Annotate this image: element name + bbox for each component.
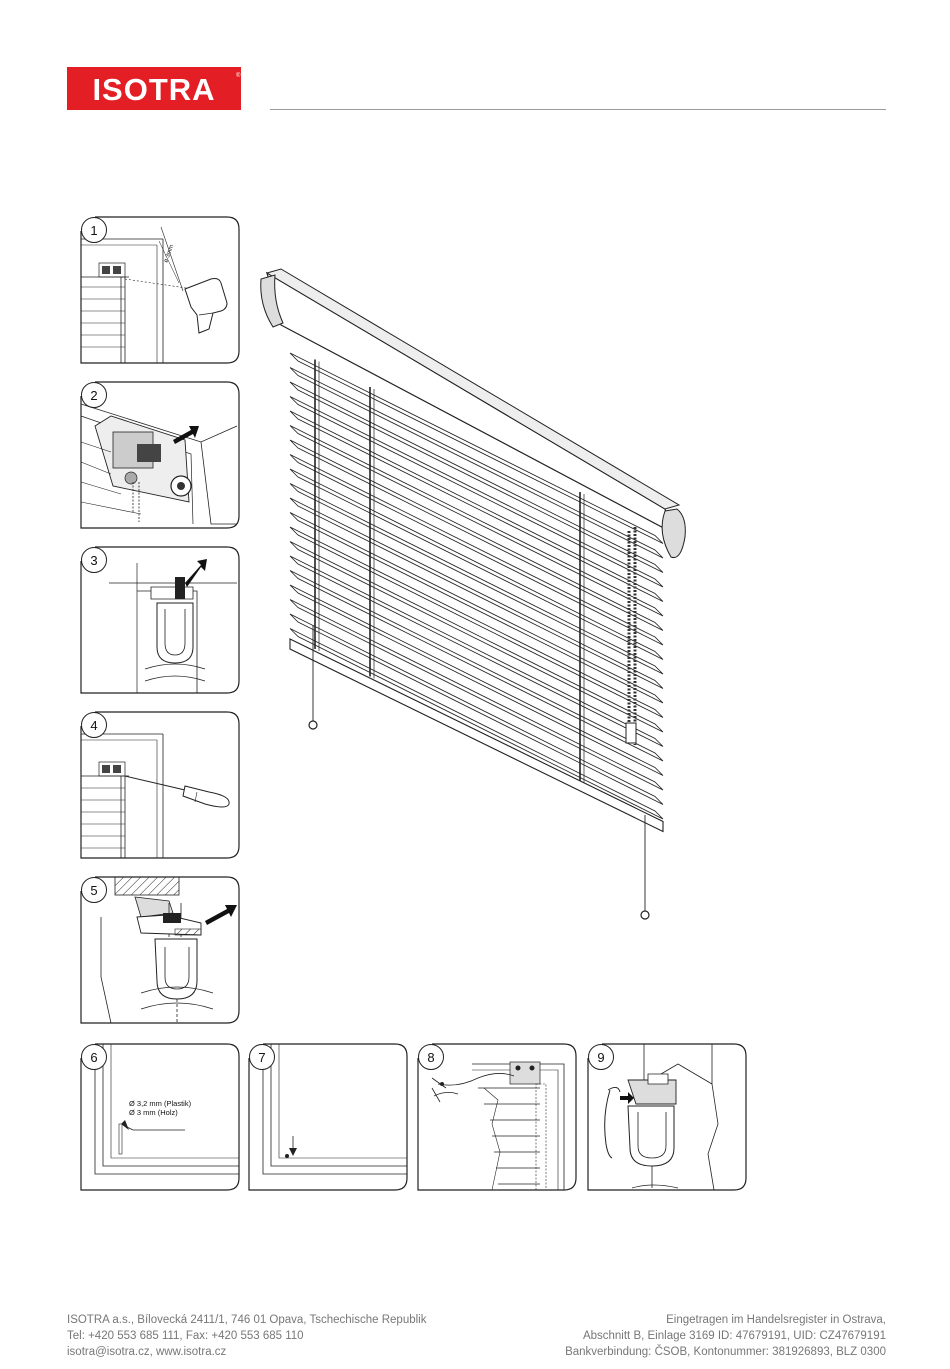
blind-slat xyxy=(289,628,664,820)
blind-slat xyxy=(289,352,664,544)
venetian-blind-illustration xyxy=(255,265,695,930)
footer-left: ISOTRA a.s., Bílovecká 2411/1, 746 01 Op… xyxy=(67,1312,426,1360)
drill-label-plastic: Ø 3,2 mm (Plastik) xyxy=(129,1099,192,1108)
step-8-illustration xyxy=(417,1043,577,1191)
step-3-illustration xyxy=(80,546,240,694)
blind-slat xyxy=(289,454,664,646)
step-1-panel: ø 3mm 1 xyxy=(80,216,240,364)
blind-slat xyxy=(289,439,664,631)
blind-slat xyxy=(289,526,664,718)
step-7-illustration xyxy=(248,1043,408,1191)
footer-ids: Abschnitt B, Einlage 3169 ID: 47679191, … xyxy=(582,1330,886,1342)
footer-contact: isotra@isotra.cz, www.isotra.cz xyxy=(67,1346,227,1358)
venetian-blind-drawing xyxy=(260,268,686,920)
drill-label-wood: Ø 3 mm (Holz) xyxy=(129,1108,178,1117)
blind-slat xyxy=(289,541,664,733)
registered-mark: ® xyxy=(236,72,241,79)
blind-slat xyxy=(289,410,664,602)
blind-slat xyxy=(289,512,664,704)
step-number-8: 8 xyxy=(418,1044,444,1070)
blind-slat xyxy=(289,483,664,675)
step-6-panel: 6 Ø 3,2 mm (Plastik) Ø 3 mm (Holz) xyxy=(80,1043,240,1191)
head-rail-left-cap xyxy=(260,274,284,328)
step-9-illustration xyxy=(587,1043,747,1191)
footer-register: Eingetragen im Handelsregister in Ostrav… xyxy=(666,1314,886,1326)
step-5-panel: 5 xyxy=(80,876,240,1024)
step-4-illustration xyxy=(80,711,240,859)
chain-weight xyxy=(625,722,637,744)
step-6-illustration xyxy=(80,1043,240,1191)
step-1-illustration: ø 3mm xyxy=(80,216,240,364)
head-rail-top xyxy=(265,268,681,510)
head-rail-right-cap xyxy=(661,508,686,559)
blind-slat xyxy=(289,396,664,588)
blind-slat xyxy=(289,367,664,559)
step-number-5: 5 xyxy=(81,877,107,903)
footer-address: ISOTRA a.s., Bílovecká 2411/1, 746 01 Op… xyxy=(67,1314,427,1326)
wire-anchor-right xyxy=(640,910,650,920)
blind-slat xyxy=(289,381,664,573)
header-rule xyxy=(270,109,886,110)
blind-slat xyxy=(289,570,664,762)
isotra-logo: ISOTRA ® xyxy=(67,67,241,110)
step-7-panel: 7 xyxy=(248,1043,408,1191)
step-2-panel: 2 xyxy=(80,381,240,529)
logo-background xyxy=(67,67,241,110)
step-9-panel: 9 xyxy=(587,1043,747,1191)
step-5-illustration xyxy=(80,876,240,1024)
footer-phone: Tel: +420 553 685 111, Fax: +420 553 685… xyxy=(67,1330,304,1342)
blind-slat xyxy=(289,468,664,660)
bottom-rail xyxy=(289,638,664,833)
step-8-panel: 8 xyxy=(417,1043,577,1191)
step-number-6: 6 xyxy=(81,1044,107,1070)
footer-right: Eingetragen im Handelsregister in Ostrav… xyxy=(565,1312,886,1360)
step-number-9: 9 xyxy=(588,1044,614,1070)
step-number-1: 1 xyxy=(81,217,107,243)
logo-text: ISOTRA xyxy=(92,72,215,107)
step-2-illustration xyxy=(80,381,240,529)
step-3-panel: 3 xyxy=(80,546,240,694)
step-number-7: 7 xyxy=(249,1044,275,1070)
wire-anchor-left xyxy=(308,720,318,730)
step-number-3: 3 xyxy=(81,547,107,573)
blind-slat xyxy=(289,613,664,805)
step-number-2: 2 xyxy=(81,382,107,408)
step-4-panel: 4 xyxy=(80,711,240,859)
blind-slat xyxy=(289,497,664,689)
blind-slat xyxy=(289,555,664,747)
footer-bank: Bankverbindung: ČSOB, Kontonummer: 38192… xyxy=(565,1346,886,1358)
blind-slat xyxy=(289,425,664,617)
drill-diameter-label: ø 3mm xyxy=(163,244,175,264)
blind-slat xyxy=(289,584,664,776)
blind-slat xyxy=(289,599,664,791)
step-number-4: 4 xyxy=(81,712,107,738)
